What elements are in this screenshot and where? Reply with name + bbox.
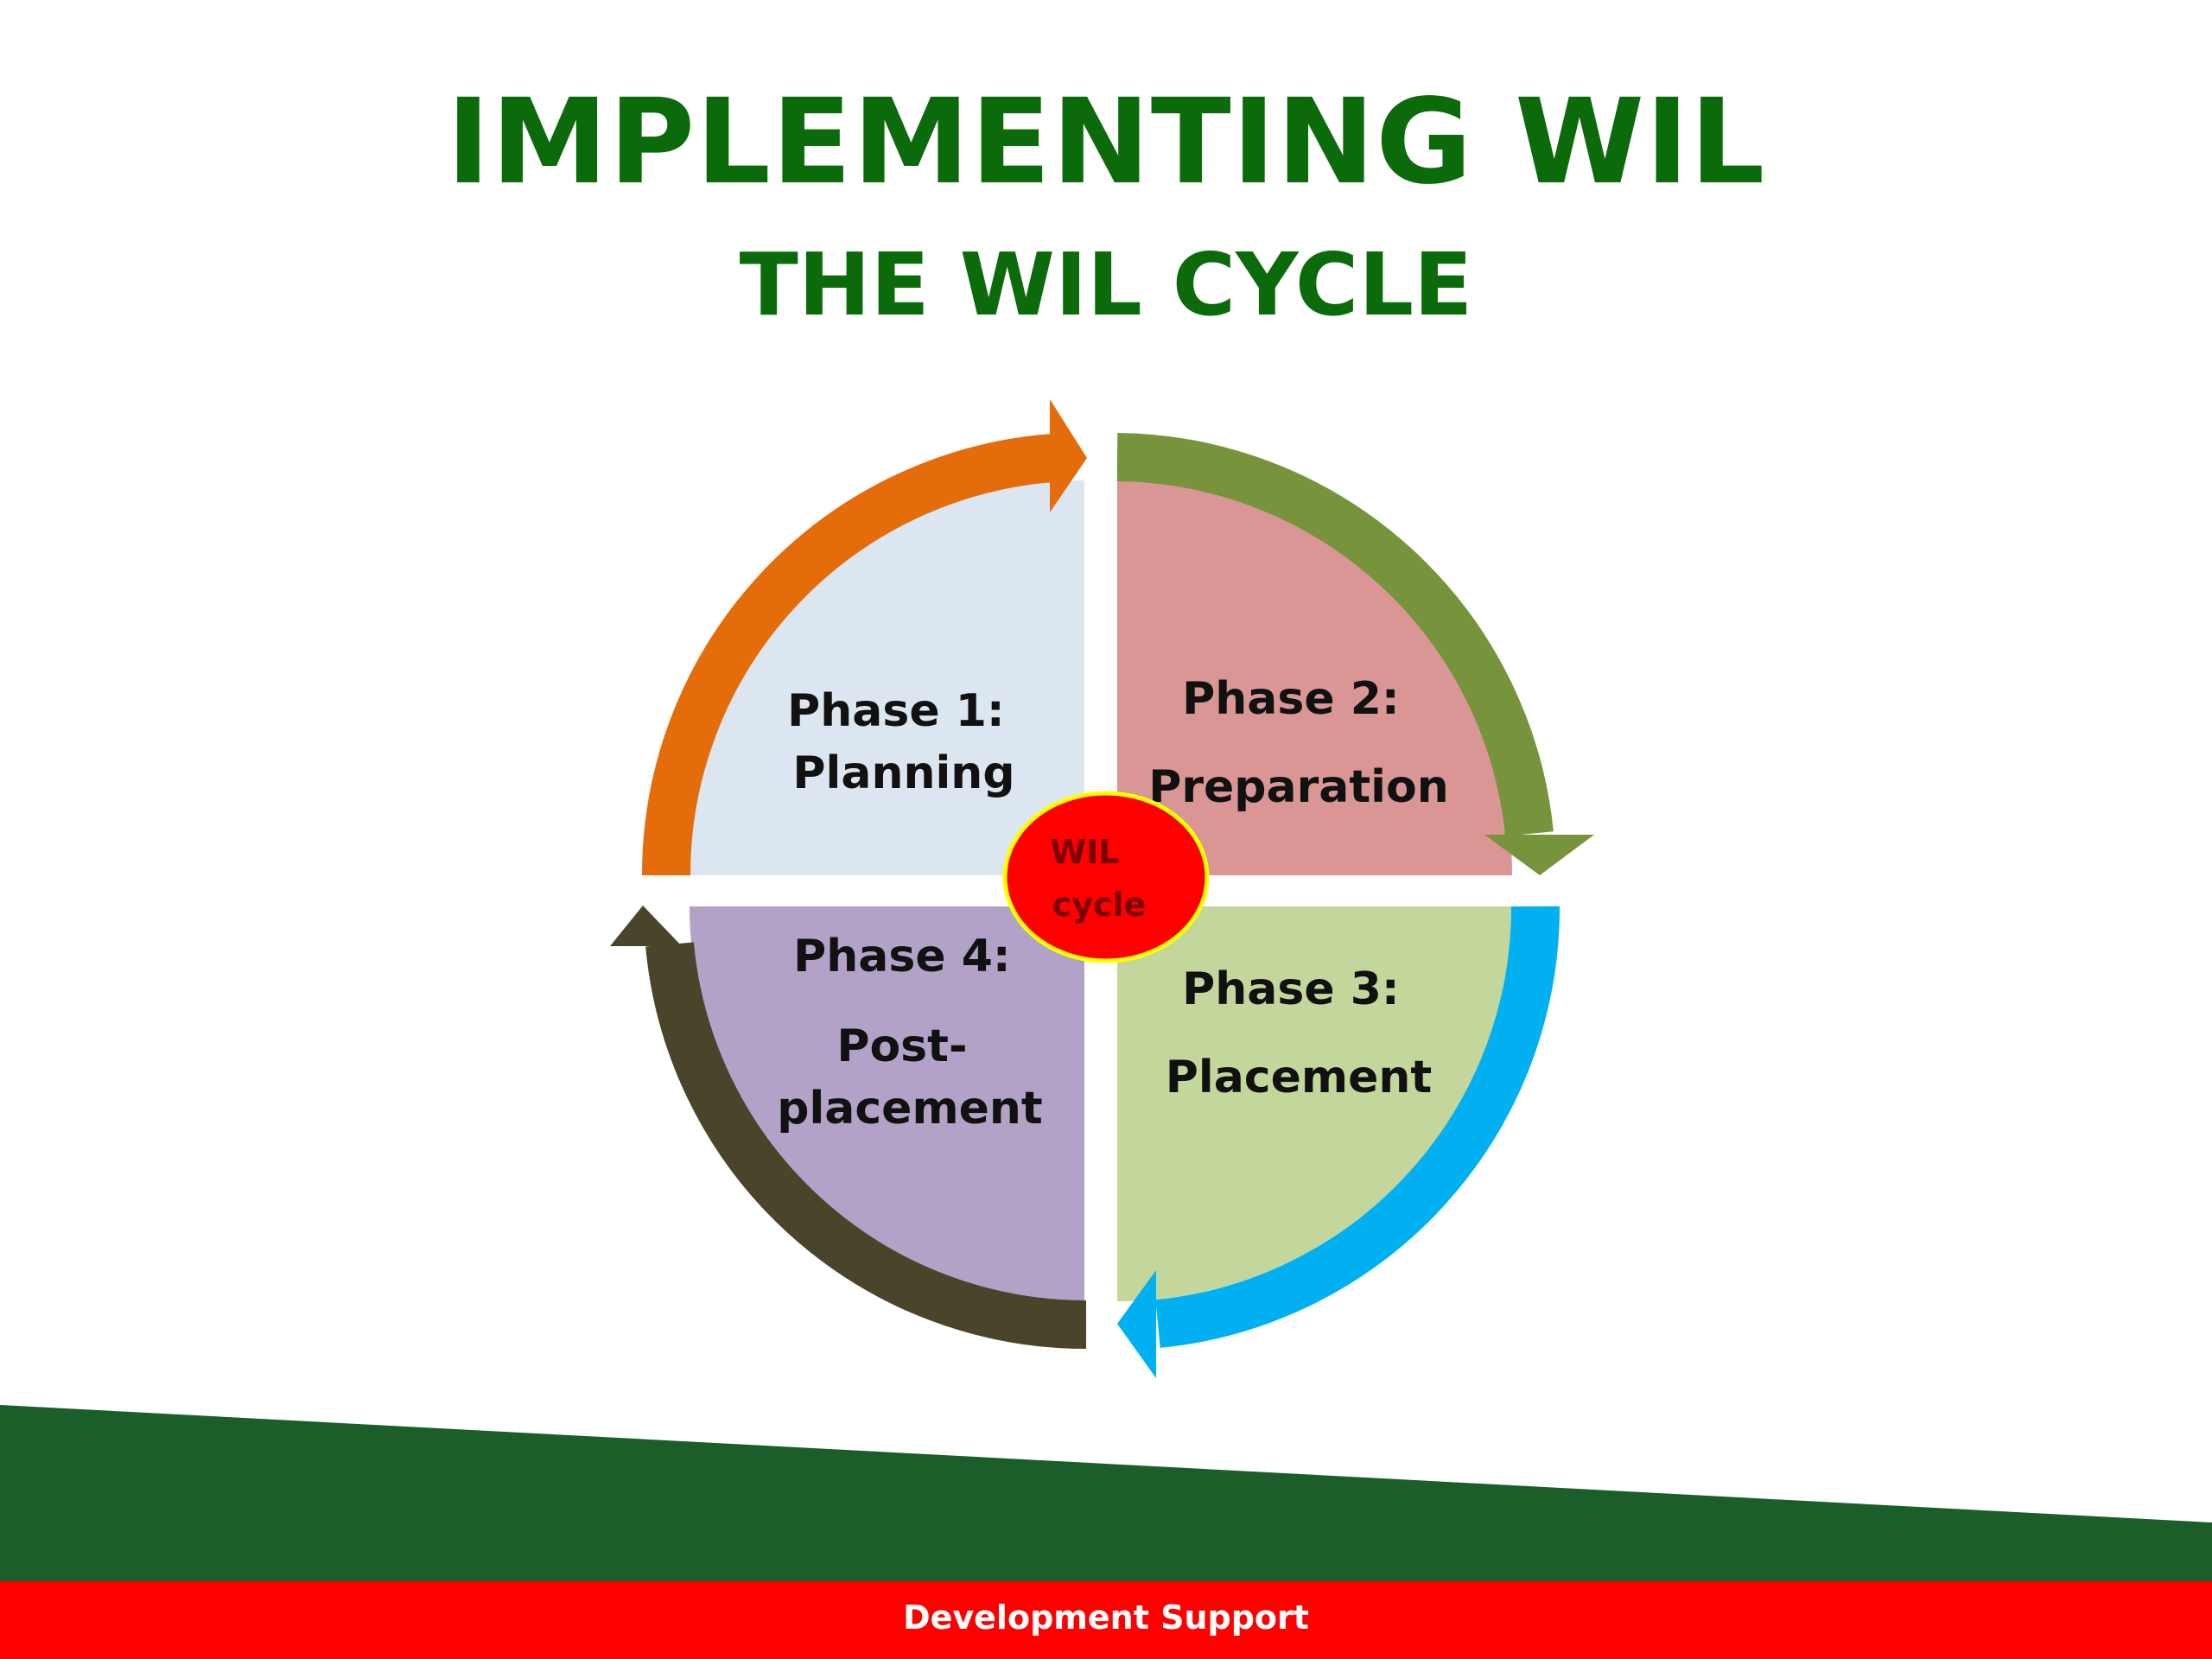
center-wil-cycle: WIL cycle	[1002, 791, 1210, 963]
arrow-preparation-to-placement	[1116, 433, 1594, 875]
page-subtitle: THE WIL CYCLE	[739, 234, 1473, 335]
phase-3-label: Phase 3: Placement	[1166, 963, 1432, 1103]
page-title: IMPLEMENTING WIL	[446, 74, 1766, 211]
phase-1-quadrant	[690, 480, 1084, 875]
phase-4-label: Phase 4: Post- placement	[777, 931, 1043, 1135]
arrow-post-placement-to-planning	[610, 906, 1087, 1349]
footer-green-band	[0, 1405, 2212, 1581]
phase-3-quadrant	[1117, 906, 1512, 1301]
arrow-planning-to-preparation	[641, 399, 1087, 876]
phase-2-label: Phase 2: Preparation	[1148, 673, 1449, 813]
phase-2-quadrant	[1117, 480, 1512, 875]
arrow-placement-to-post-placement	[1117, 906, 1560, 1378]
center-label-line-2: cycle	[1052, 886, 1147, 924]
footer-label: Development Support	[903, 1599, 1309, 1637]
phase-3-line-1: Phase 3:	[1182, 963, 1400, 1015]
phase-1-line-1: Phase 1:	[787, 685, 1005, 737]
center-label-line-1: WIL	[1050, 833, 1119, 871]
phase-4-line-3: placement	[777, 1083, 1043, 1135]
footer-red-band	[0, 1581, 2212, 1659]
phase-3-line-2: Placement	[1166, 1052, 1432, 1103]
phase-4-line-1: Phase 4:	[793, 931, 1011, 982]
phase-2-line-1: Phase 2:	[1182, 673, 1400, 725]
phase-1-label: Phase 1: Planning	[787, 685, 1020, 799]
phase-2-line-2: Preparation	[1148, 761, 1449, 813]
phase-4-line-2: Post-	[836, 1020, 967, 1072]
phase-1-line-2: Planning	[792, 747, 1014, 799]
center-circle	[1002, 791, 1210, 963]
center-label: WIL cycle	[1050, 833, 1146, 924]
phase-4-quadrant	[690, 906, 1084, 1301]
